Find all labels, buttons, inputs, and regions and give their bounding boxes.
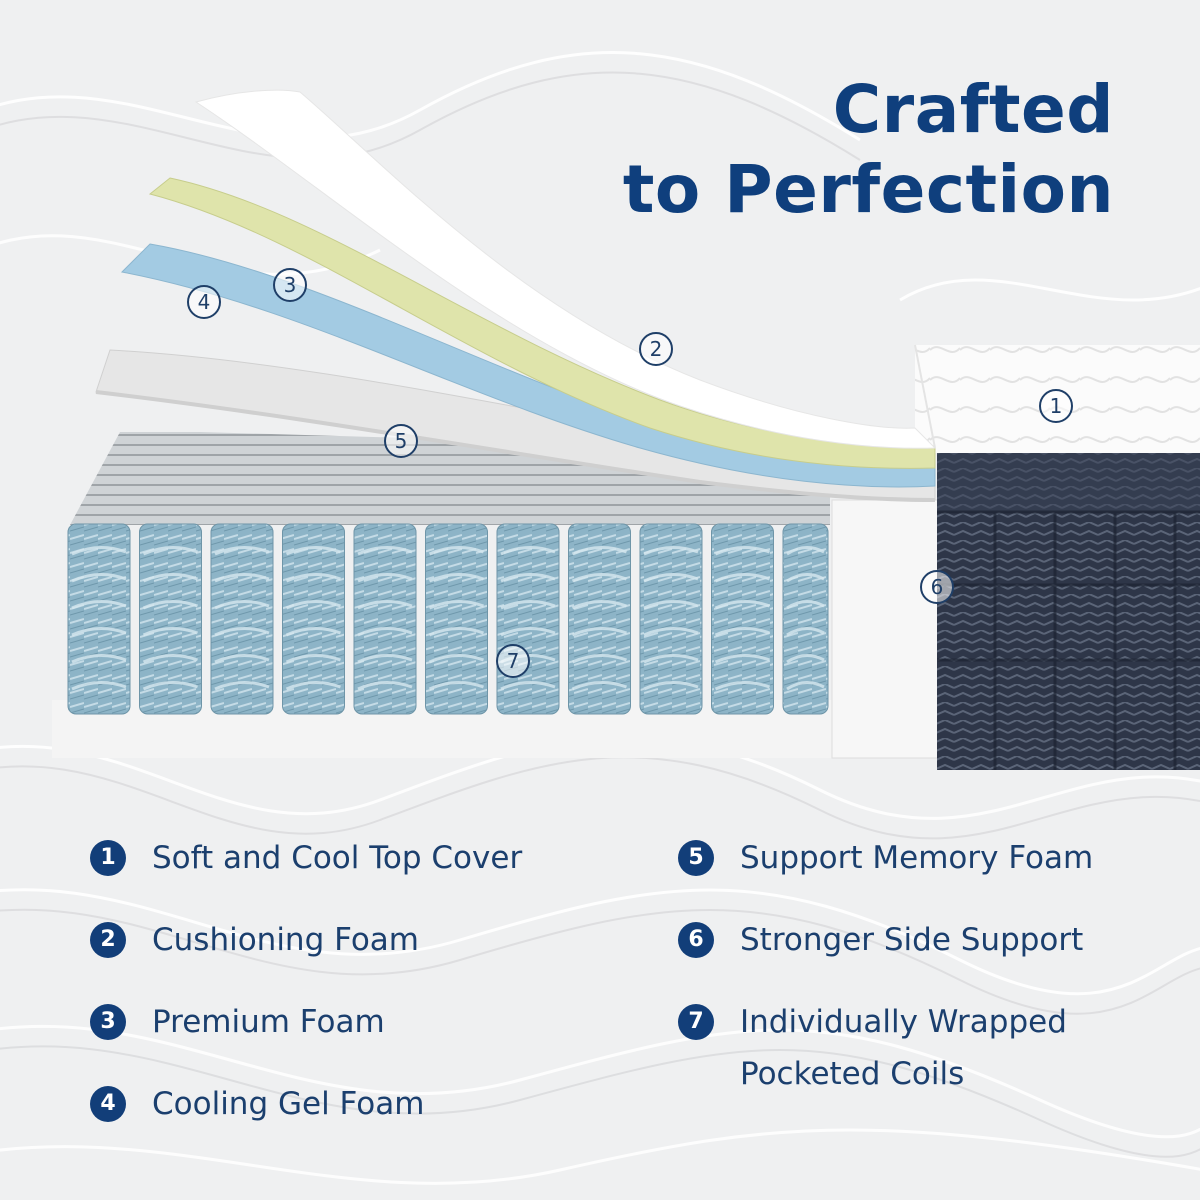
coil-pocket	[282, 523, 345, 715]
callout-4: 4	[187, 285, 221, 319]
layer-cooling-gel-foam	[120, 243, 936, 488]
legend-label-4: Cooling Gel Foam	[152, 1086, 425, 1122]
coil-pocket	[139, 523, 202, 715]
callout-label: 6	[931, 575, 944, 599]
legend-number-1: 1	[90, 840, 126, 876]
coil-pocket	[639, 523, 703, 715]
headline: Crafted to Perfection	[623, 70, 1114, 230]
coil-pocket	[353, 523, 417, 715]
legend-label-2: Cushioning Foam	[152, 922, 419, 958]
layer-callouts: 1 2 3 4 5 6 7	[187, 268, 1073, 678]
callout-label: 7	[507, 649, 520, 673]
legend-label-7: Individually Wrapped Pocketed Coils	[740, 1004, 1067, 1092]
legend-label-1: Soft and Cool Top Cover	[152, 840, 523, 876]
headline-line-2: to Perfection	[622, 151, 1114, 228]
callout-6: 6	[920, 570, 954, 604]
legend-label-3: Premium Foam	[152, 1004, 385, 1040]
legend-number-6: 6	[678, 922, 714, 958]
legend-number-5: 5	[678, 840, 714, 876]
legend-label-6: Stronger Side Support	[740, 922, 1084, 958]
legend-number-7: 7	[678, 1004, 714, 1040]
legend-item-2: 2 Cushioning Foam	[90, 914, 552, 966]
coil-pocket	[210, 523, 274, 715]
coil-pocket	[711, 523, 774, 715]
coil-pocket	[425, 523, 488, 715]
legend-item-7: 7 Individually Wrapped Pocketed Coils	[678, 996, 1140, 1100]
callout-label: 3	[284, 273, 297, 297]
coil-pocket	[568, 523, 631, 715]
pocketed-coils	[67, 523, 829, 715]
legend-item-1: 1 Soft and Cool Top Cover	[90, 832, 552, 884]
callout-label: 1	[1050, 394, 1063, 418]
layer-premium-foam	[148, 177, 936, 469]
side-panel-white	[832, 500, 938, 758]
legend-number-3: 3	[90, 1004, 126, 1040]
callout-1: 1	[1039, 389, 1073, 423]
headline-line-1: Crafted	[832, 71, 1114, 148]
legend-number-2: 2	[90, 922, 126, 958]
legend-item-5: 5 Support Memory Foam	[678, 832, 1140, 884]
callout-2: 2	[639, 332, 673, 366]
layer-cushioning-foam	[194, 89, 937, 449]
callout-7: 7	[496, 644, 530, 678]
legend-number-4: 4	[90, 1086, 126, 1122]
legend-item-6: 6 Stronger Side Support	[678, 914, 1140, 966]
legend-item-4: 4 Cooling Gel Foam	[90, 1078, 552, 1130]
coil-pocket	[782, 523, 829, 715]
callout-3: 3	[273, 268, 307, 302]
callout-label: 5	[395, 429, 408, 453]
coil-pocket	[67, 523, 131, 715]
callout-5: 5	[384, 424, 418, 458]
callout-label: 4	[198, 290, 211, 314]
callout-label: 2	[650, 337, 663, 361]
legend-label-5: Support Memory Foam	[740, 840, 1094, 876]
legend-item-3: 3 Premium Foam	[90, 996, 552, 1048]
